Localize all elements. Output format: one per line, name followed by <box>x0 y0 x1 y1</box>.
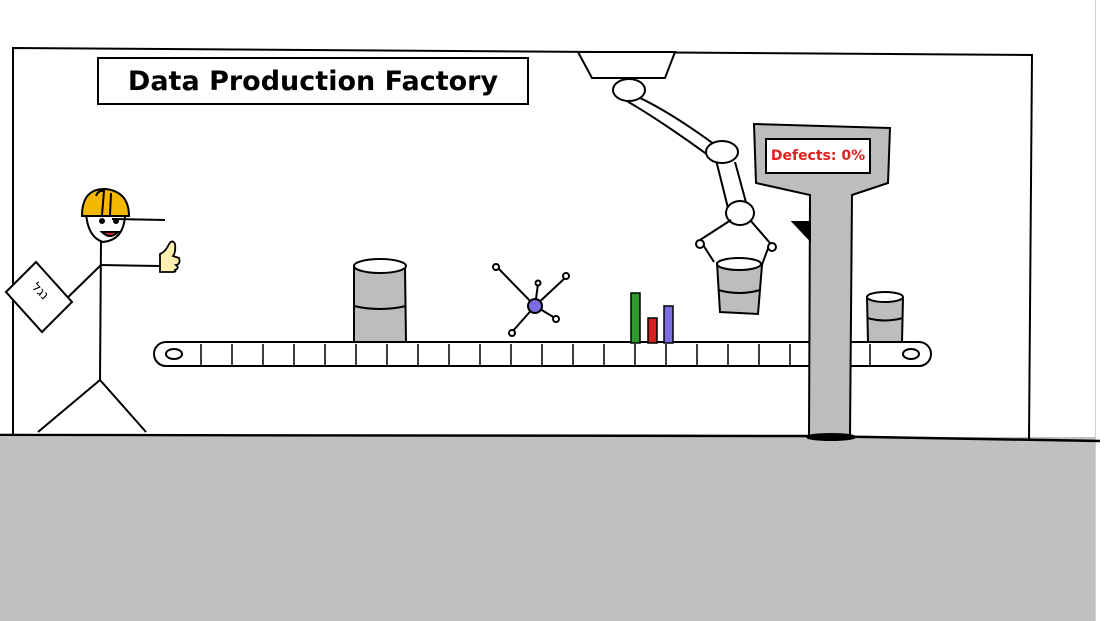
factory-wall <box>0 46 1101 443</box>
factory-title-sign: Data Production Factory <box>97 57 529 105</box>
defects-text: Defects: 0% <box>770 148 866 164</box>
clipboard-icon <box>4 260 74 334</box>
page-edge <box>1095 0 1104 621</box>
finished-data-barrel <box>865 291 905 343</box>
hard-hat-icon <box>80 187 131 217</box>
robot-arm <box>576 51 777 316</box>
raw-data-barrel <box>353 258 408 343</box>
factory-floor <box>0 437 1096 621</box>
conveyor-belt <box>153 341 932 367</box>
thumbs-up-icon <box>159 240 181 273</box>
network-graph-icon <box>492 263 570 337</box>
inspection-scanner <box>752 122 892 441</box>
factory-title: Data Production Factory <box>127 65 499 97</box>
defects-readout: Defects: 0% <box>766 143 870 169</box>
bar-chart-icon <box>630 292 674 344</box>
